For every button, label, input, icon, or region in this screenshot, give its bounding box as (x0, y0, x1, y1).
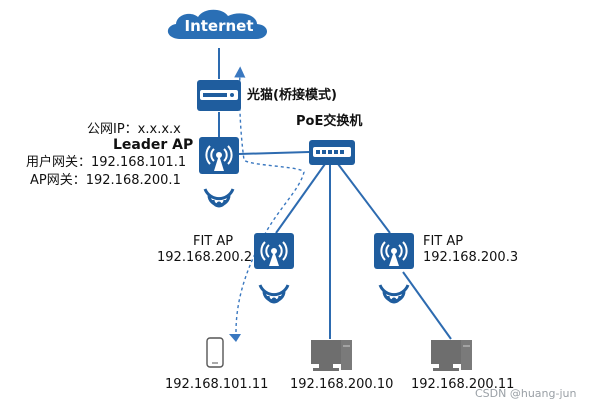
leader-ap-to-switch-line (238, 151, 310, 155)
phone-ip-label: 192.168.101.11 (165, 377, 269, 392)
modem-label: 光猫(桥接模式) (247, 88, 337, 103)
pc2-ip-label: 192.168.200.11 (411, 377, 515, 392)
wifi-signal-icon (203, 188, 235, 208)
leader-ap-name: Leader AP (113, 137, 194, 153)
leader-ap-public-ip: 公网IP：x.x.x.x (87, 122, 181, 137)
fit-ap-right-to-pc2-line (402, 271, 452, 340)
switch-label: PoE交换机 (296, 114, 363, 129)
fit-ap-left-name: FIT AP (193, 234, 234, 249)
pc1-ip-label: 192.168.200.10 (290, 377, 394, 392)
traffic-arrow-down (229, 334, 241, 342)
internet-cloud-icon: Internet (167, 9, 268, 39)
fit-ap-left-icon (254, 233, 294, 269)
switch-to-fit-ap-left-line (275, 163, 326, 234)
optical-modem-icon (197, 80, 241, 111)
switch-to-fit-ap-right-line (337, 163, 391, 234)
fit-ap-right-icon (374, 233, 414, 269)
watermark-text: CSDN @huang-jun (475, 387, 577, 400)
poe-switch-icon (309, 140, 355, 165)
desktop-pc-icon (311, 340, 352, 371)
wifi-signal-icon (258, 284, 290, 304)
internet-label: Internet (184, 17, 253, 35)
connection-lines (218, 48, 452, 340)
desktop-pc-icon (431, 340, 472, 371)
leader-ap-icon (199, 137, 239, 174)
fit-ap-right-ip: 192.168.200.3 (423, 250, 519, 265)
leader-ap-user-gateway: 用户网关：192.168.101.1 (26, 155, 187, 170)
leader-ap-ap-gateway: AP网关：192.168.200.1 (30, 173, 181, 188)
fit-ap-left-ip: 192.168.200.2 (157, 250, 253, 265)
traffic-path-dashed (234, 66, 305, 333)
smartphone-icon (206, 337, 224, 368)
wifi-signal-icon (378, 284, 410, 304)
fit-ap-right-name: FIT AP (423, 234, 464, 249)
